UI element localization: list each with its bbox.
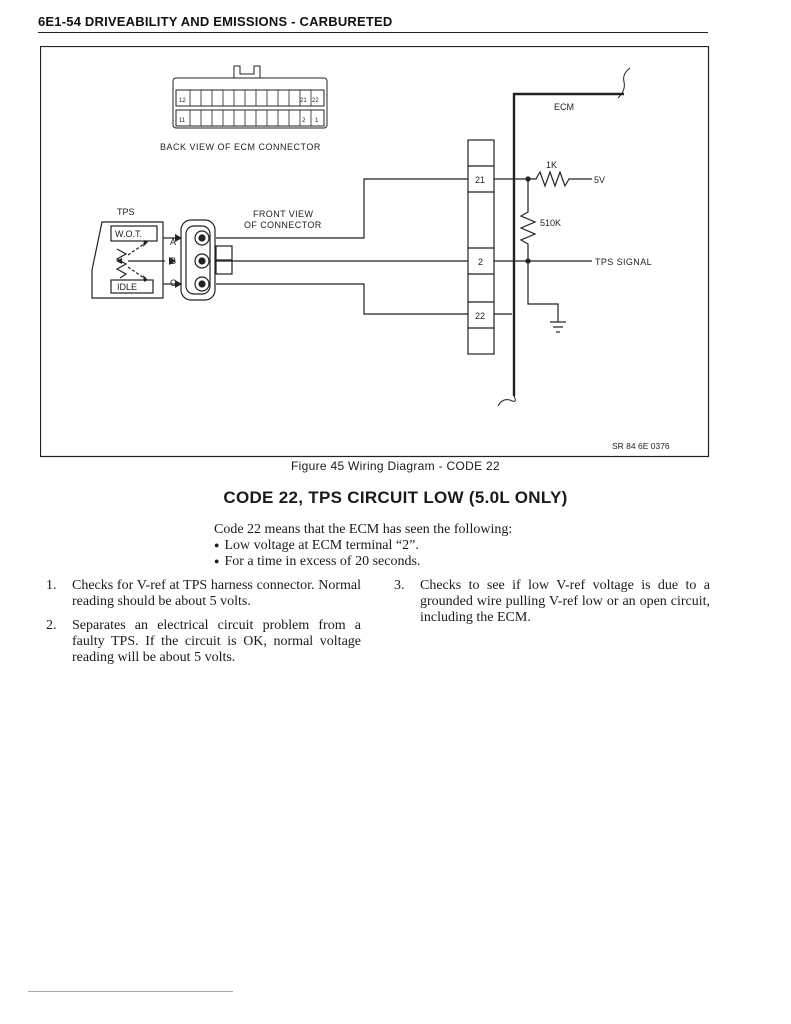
resistor-1k-label: 1K bbox=[546, 160, 557, 170]
terminal-21-label: 21 bbox=[475, 175, 485, 185]
step-item: 3. Checks to see if low V-ref voltage is… bbox=[388, 578, 710, 626]
steps-right-column: 3. Checks to see if low V-ref voltage is… bbox=[388, 578, 710, 634]
connector-pins bbox=[194, 230, 210, 292]
header-rule bbox=[38, 32, 708, 33]
step-item: 1. Checks for V-ref at TPS harness conne… bbox=[40, 578, 361, 610]
ecm-break-mark-bottom bbox=[497, 395, 516, 407]
tps-sensor bbox=[91, 221, 175, 299]
tps-label: TPS bbox=[117, 207, 135, 217]
resistor-510k-label: 510K bbox=[540, 218, 561, 228]
figure-caption: Figure 45 Wiring Diagram - CODE 22 bbox=[291, 459, 500, 473]
tps-signal-label: TPS SIGNAL bbox=[595, 257, 652, 267]
page-header: 6E1-54 DRIVEABILITY AND EMISSIONS - CARB… bbox=[38, 14, 393, 29]
ecm-boundary bbox=[512, 92, 624, 396]
pin-label-1: 1 bbox=[315, 118, 319, 124]
pin-a-label: A bbox=[170, 237, 176, 247]
junction-dot-21 bbox=[525, 176, 531, 182]
step-text: Checks to see if low V-ref voltage is du… bbox=[420, 578, 710, 625]
ecm-terminal-block bbox=[467, 139, 495, 355]
intro-lead: Code 22 means that the ECM has seen the … bbox=[214, 522, 513, 537]
footer-rule bbox=[28, 991, 233, 992]
wot-label: W.O.T. bbox=[115, 229, 142, 239]
ecm-back-connector bbox=[172, 65, 328, 129]
terminal-22-label: 22 bbox=[475, 311, 485, 321]
pin-c-label: C bbox=[170, 278, 177, 288]
pin-label-2: 2 bbox=[302, 118, 306, 124]
front-view-label-line1: FRONT VIEW bbox=[253, 209, 313, 219]
junction-dot-signal bbox=[525, 258, 531, 264]
diagram-frame bbox=[39, 45, 710, 458]
pin-b-label: B bbox=[170, 256, 176, 266]
step-number: 2. bbox=[46, 618, 57, 633]
tps-front-connector bbox=[180, 219, 233, 301]
figure-ref-number: SR 84 6E 0376 bbox=[612, 441, 670, 451]
ecm-break-mark-top bbox=[617, 67, 631, 99]
code-title: CODE 22, TPS CIRCUIT LOW (5.0L ONLY) bbox=[223, 488, 568, 507]
wiring-diagram: 12 21 22 11 2 1 BACK VIEW OF ECM CONNECT… bbox=[39, 45, 710, 463]
pin-label-11: 11 bbox=[179, 118, 186, 124]
front-view-label-line2: OF CONNECTOR bbox=[244, 220, 322, 230]
pin-label-12: 12 bbox=[179, 98, 186, 104]
pin-label-22: 22 bbox=[312, 98, 319, 104]
ecm-label: ECM bbox=[554, 102, 574, 112]
step-number: 3. bbox=[394, 578, 405, 593]
wires bbox=[216, 170, 592, 333]
step-item: 2. Separates an electrical circuit probl… bbox=[40, 618, 361, 666]
terminal-2-label: 2 bbox=[478, 257, 483, 267]
arrowheads bbox=[116, 234, 182, 288]
pin-label-21: 21 bbox=[300, 98, 307, 104]
step-number: 1. bbox=[46, 578, 57, 593]
code-intro: Code 22 means that the ECM has seen the … bbox=[214, 522, 634, 570]
supply-5v-label: 5V bbox=[594, 175, 605, 185]
intro-bullet: Low voltage at ECM terminal “2”. bbox=[214, 538, 634, 554]
steps-left-column: 1. Checks for V-ref at TPS harness conne… bbox=[40, 578, 361, 674]
back-view-label: BACK VIEW OF ECM CONNECTOR bbox=[160, 142, 321, 152]
intro-bullet: For a time in excess of 20 seconds. bbox=[214, 554, 634, 570]
step-text: Checks for V-ref at TPS harness connecto… bbox=[72, 578, 361, 609]
wiring-diagram-svg: 12 21 22 11 2 1 BACK VIEW OF ECM CONNECT… bbox=[39, 45, 710, 458]
step-text: Separates an electrical circuit problem … bbox=[72, 618, 361, 665]
idle-label: IDLE bbox=[117, 282, 137, 292]
